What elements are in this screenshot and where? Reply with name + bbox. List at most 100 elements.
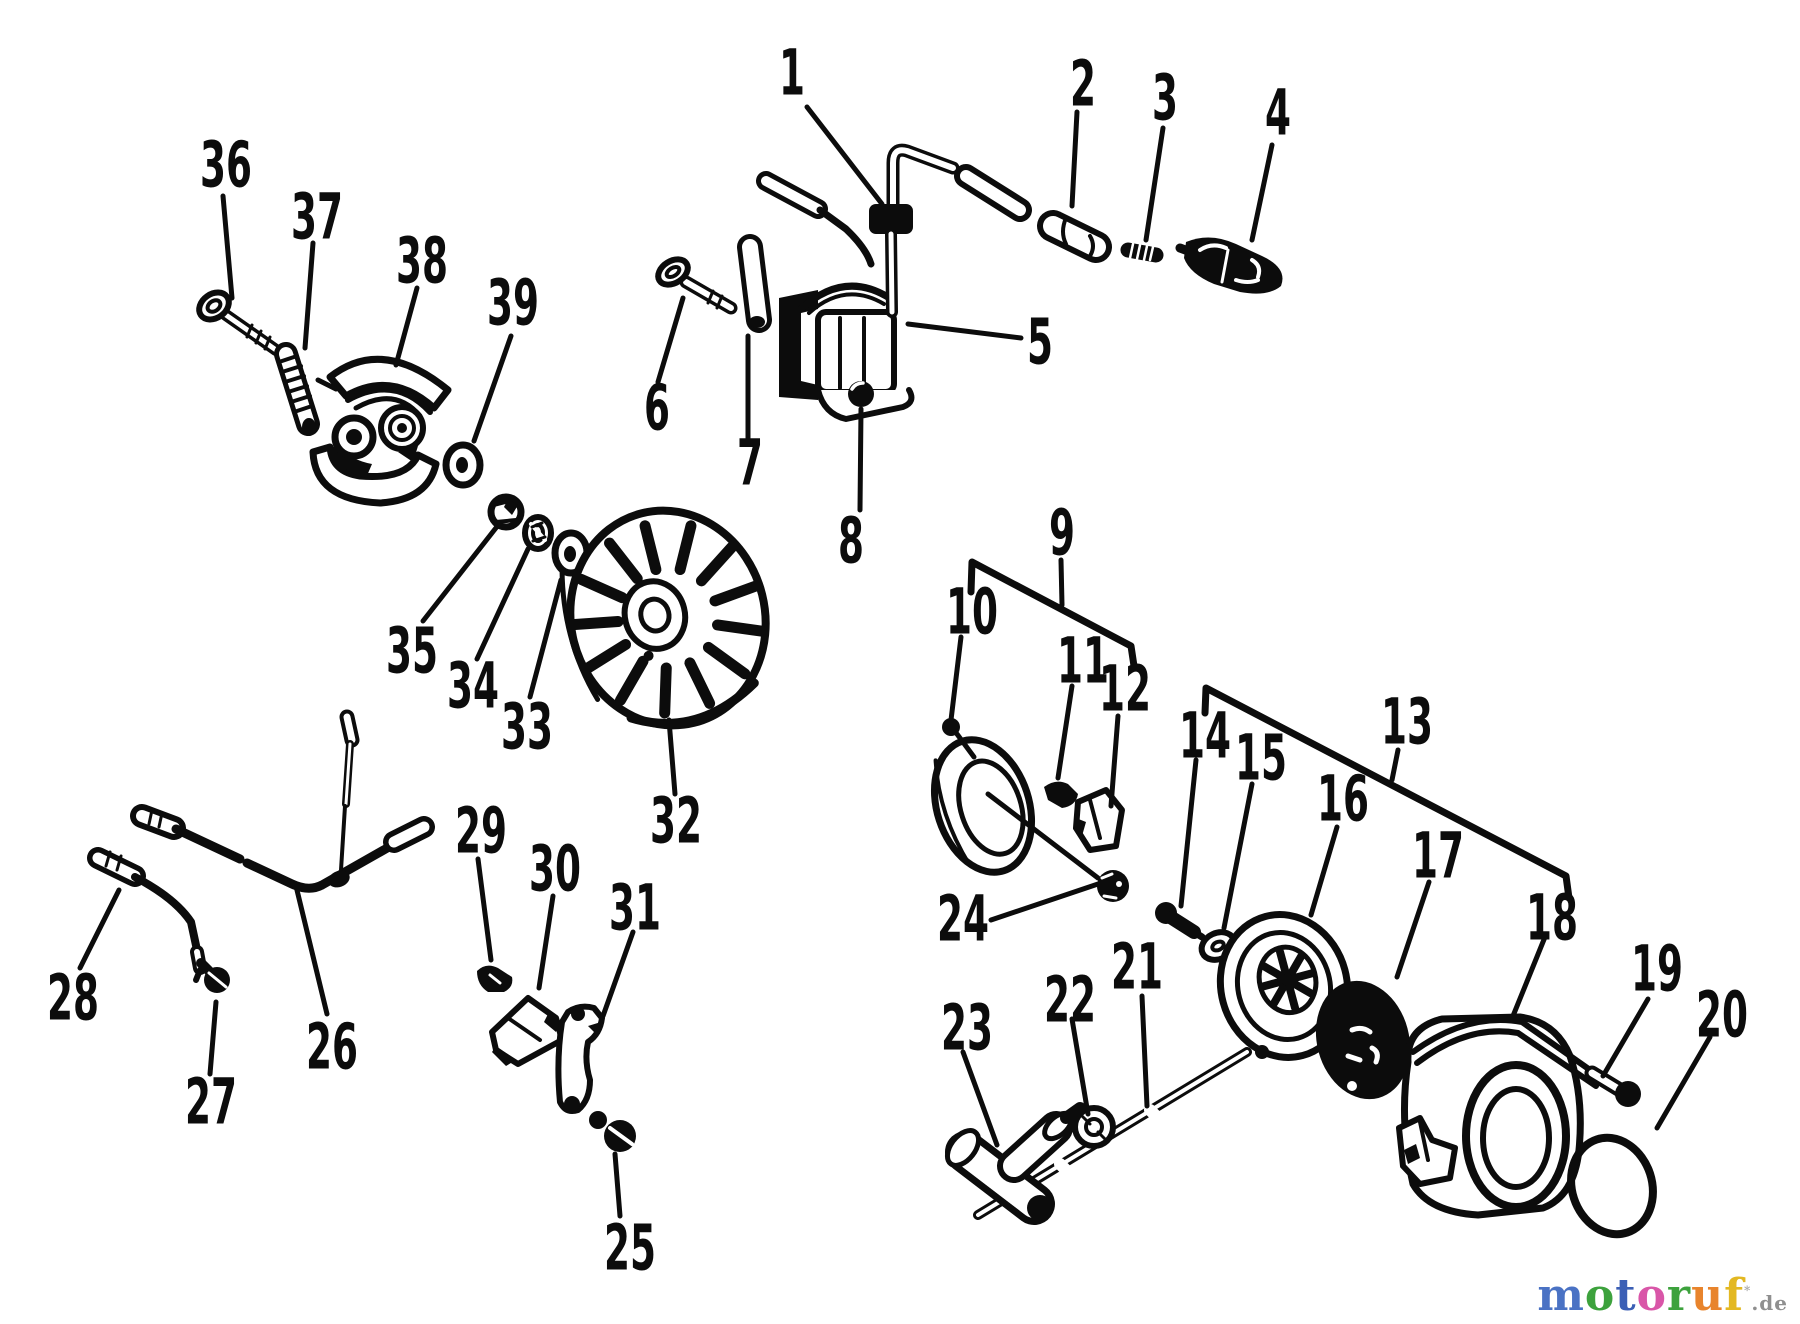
leader-11 [1055,683,1075,781]
callout-22: 22 [1044,964,1096,1037]
part-bolt-36 [196,289,282,356]
leader-14 [1178,757,1199,909]
part-oring-20 [1567,1133,1657,1239]
leader-27 [207,999,219,1077]
part-screw-25 [589,1111,636,1152]
group-bracket-9 [967,558,1138,670]
callout-37: 37 [291,181,343,254]
callout-26: 26 [306,1011,358,1084]
leader-12 [1108,713,1121,809]
part-clip-29 [477,965,513,992]
leader-37 [302,240,316,351]
callout-38: 38 [396,225,448,298]
part-spring-37 [274,342,320,436]
leader-30 [536,893,556,991]
leader-38 [393,285,420,368]
callout-15: 15 [1235,722,1287,795]
callout-36: 36 [200,129,252,202]
watermark-letter: t [1615,1270,1637,1321]
callout-7: 7 [737,427,763,500]
part-pulley-16 [1216,911,1352,1061]
callout-11: 11 [1057,625,1109,698]
part-grip-23 [944,1102,1086,1225]
leader-25 [612,1151,623,1219]
callout-30: 30 [529,833,581,906]
callout-6: 6 [644,372,670,445]
part-spring-3 [1120,242,1164,263]
callout-14: 14 [1179,700,1231,773]
part-pawl-carrier-9 [930,718,1125,881]
leader-9 [1058,557,1065,608]
leader-10 [948,634,964,723]
leader-36 [220,193,235,301]
callout-39: 39 [487,267,539,340]
watermark-trademark: * [1744,1283,1752,1298]
watermark-letter: m [1537,1270,1585,1321]
leader-19 [1600,996,1651,1079]
part-lock-washer-34 [522,514,554,552]
callout-32: 32 [650,785,702,858]
leader-31 [600,929,636,1019]
leader-16 [1308,824,1340,918]
watermark-suffix: .de [1751,1291,1788,1315]
callout-23: 23 [941,992,993,1065]
leader-23 [960,1049,1000,1148]
callout-19: 19 [1631,933,1683,1006]
part-nut-35 [487,493,525,531]
part-pin-7 [737,234,772,333]
leader-28 [77,887,122,971]
part-pawl-11 [1044,781,1078,808]
leader-39 [471,333,514,444]
part-pin-10 [942,718,960,736]
leader2-37 [315,377,339,392]
callout-33: 33 [501,691,553,764]
part-starter-housing-18 [1396,1013,1603,1219]
callout-3: 3 [1152,62,1178,135]
leader-2 [1069,109,1080,209]
leader-6 [655,295,686,385]
watermark-motoruf: motoruf*.de [1537,1274,1788,1318]
leader-34 [474,546,531,662]
callout-13: 13 [1381,686,1433,759]
part-bracket-31 [555,1003,605,1114]
part-rewind-spring-17 [1315,980,1411,1100]
callout-34: 34 [447,650,499,723]
callout-28: 28 [47,962,99,1035]
part-screw-27 [196,958,230,993]
watermark-letter: o [1584,1270,1616,1321]
leader-26 [293,883,330,1017]
part-harness-26 [130,709,435,893]
leader-20 [1654,1034,1713,1131]
callout-20: 20 [1696,979,1748,1052]
leader-5 [905,321,1024,341]
part-flywheel-32 [559,506,770,730]
watermark-letter: u [1691,1270,1725,1321]
watermark-letter: o [1636,1270,1667,1321]
part-wire-28 [87,847,207,983]
part-spark-plug-4 [1175,237,1283,294]
leader-4 [1249,142,1275,243]
callout-4: 4 [1265,77,1291,150]
leader-15 [1221,781,1255,931]
leader-3 [1143,125,1166,243]
callout-31: 31 [609,872,661,945]
leader-33 [527,577,564,700]
leader-17 [1394,879,1432,980]
callout-24: 24 [937,883,989,956]
part-nut-8 [848,381,874,407]
part-ignition-lead [756,143,1032,268]
callout-35: 35 [386,615,438,688]
callout-5: 5 [1027,306,1053,379]
leader-22 [1069,1016,1091,1117]
callout-1: 1 [779,37,805,110]
part-bolt-14 [1155,902,1206,941]
callout-12: 12 [1099,653,1151,726]
part-plug-boot-2 [1037,210,1112,263]
leader-35 [420,521,502,624]
leader-13 [1389,747,1401,783]
part-switch-30 [489,995,565,1067]
part-washer-39 [442,441,484,489]
part-bolt-6 [655,256,738,315]
